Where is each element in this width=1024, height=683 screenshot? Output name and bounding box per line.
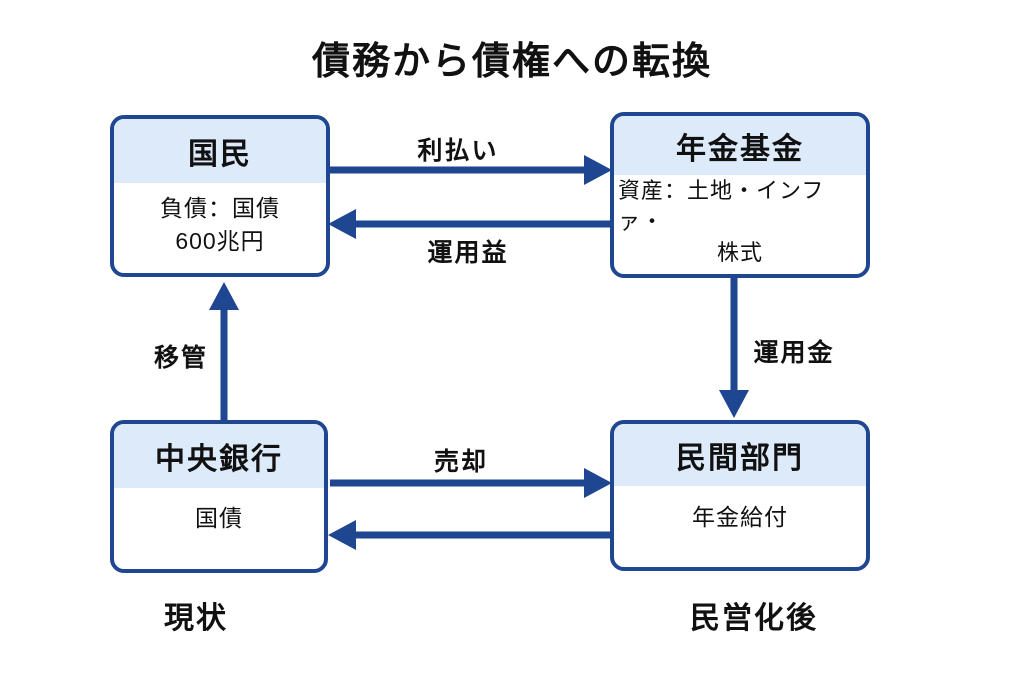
node-central-bank-body: 国債 [114,488,324,569]
node-pension-fund-body-line1: 資産：土地・インファ・ [618,178,825,234]
arrow-transfer-icon [209,282,239,420]
caption-after-privatization: 民営化後 [690,602,818,635]
node-pension-fund-body: 資産：土地・インファ・ 株式 [614,175,866,274]
node-citizens-body-line1: 負債：国債 [160,195,280,221]
node-central-bank-title: 中央銀行 [114,424,324,488]
arrow-pension-return-icon [328,520,610,550]
node-private-sector-body: 年金給付 [614,486,866,567]
node-citizens: 国民 負債：国債 600兆円 [110,115,330,277]
node-private-sector-title: 民間部門 [614,424,866,486]
node-private-sector-body-line1: 年金給付 [692,504,788,530]
edge-label-interest-payment: 利払い [417,137,499,165]
node-private-sector: 民間部門 年金給付 [610,420,870,571]
node-pension-fund-body-line2: 株式 [716,240,763,265]
node-pension-fund-title: 年金基金 [614,116,866,175]
node-central-bank-body-line1: 国債 [195,505,243,531]
edge-label-investment-funds: 運用金 [753,339,835,367]
node-pension-fund: 年金基金 資産：土地・インファ・ 株式 [610,112,870,278]
node-citizens-title: 国民 [114,119,326,183]
node-citizens-body: 負債：国債 600兆円 [114,183,326,273]
caption-current-state: 現状 [164,602,228,635]
diagram-title: 債務から債権への転換 [311,41,712,83]
arrow-investment-funds-icon [719,278,749,418]
node-citizens-body-line2: 600兆円 [175,228,265,254]
edge-label-investment-returns: 運用益 [427,239,509,267]
node-central-bank: 中央銀行 国債 [110,420,328,573]
edge-label-transfer: 移管 [153,344,209,372]
edge-label-sale: 売却 [433,448,489,476]
